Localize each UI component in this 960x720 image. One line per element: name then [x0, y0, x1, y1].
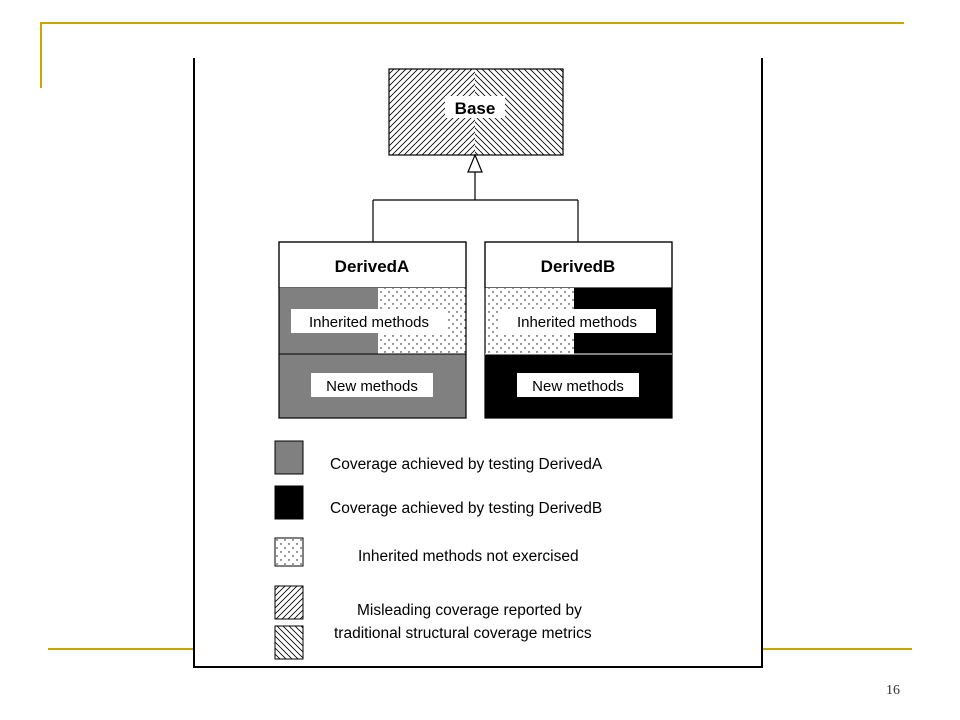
derived-a-name: DerivedA: [335, 257, 410, 276]
coverage-diagram: Base DerivedA Inherited methods New meth…: [274, 68, 673, 660]
legend-label-gray: Coverage achieved by testing DerivedA: [330, 456, 603, 473]
page-number: 16: [886, 683, 900, 698]
legend-label-black: Coverage achieved by testing DerivedB: [330, 500, 602, 517]
derived-b-border: [484, 241, 673, 419]
base-class: Base: [388, 68, 564, 156]
legend-swatch-dots: [274, 537, 304, 567]
top-accent-line: [40, 22, 904, 24]
derived-b-class: DerivedB Inherited methods New methods: [484, 241, 673, 419]
legend-label-dots: Inherited methods not exercised: [358, 548, 579, 565]
legend-swatch-black: [274, 485, 304, 520]
derived-a-class: DerivedA Inherited methods New methods: [278, 241, 467, 419]
base-label: Base: [455, 99, 496, 118]
inheritance-arrowhead: [467, 153, 483, 173]
derived-a-new-label: New methods: [326, 378, 418, 395]
base-label-bg: [445, 96, 505, 118]
legend-labels: Coverage achieved by testing DerivedA Co…: [330, 456, 603, 642]
legend: [274, 440, 304, 660]
legend-label-hatch-back: traditional structural coverage metrics: [334, 625, 592, 642]
base-border: [388, 68, 564, 156]
derived-a-inherited-label: Inherited methods: [309, 314, 429, 331]
derived-a-border: [278, 241, 467, 419]
derived-b-new-label-bg: [517, 373, 639, 397]
derived-b-name: DerivedB: [541, 257, 616, 276]
derived-b-inherited-label-bg: [498, 309, 656, 333]
legend-swatch-gray: [274, 440, 304, 475]
legend-swatch-hatch-forward: [274, 585, 304, 620]
derived-b-new-label: New methods: [532, 378, 624, 395]
derived-a-inherited-label-bg: [291, 309, 447, 333]
coverage-diagram-figure: Base DerivedA Inherited methods New meth…: [193, 58, 763, 668]
left-accent-line: [40, 22, 42, 88]
derived-b-inherited-label: Inherited methods: [517, 314, 637, 331]
legend-swatch-hatch-back: [274, 625, 304, 660]
legend-label-hatch-forward: Misleading coverage reported by: [357, 602, 582, 619]
derived-a-new-label-bg: [311, 373, 433, 397]
inheritance-connector: [372, 153, 579, 242]
